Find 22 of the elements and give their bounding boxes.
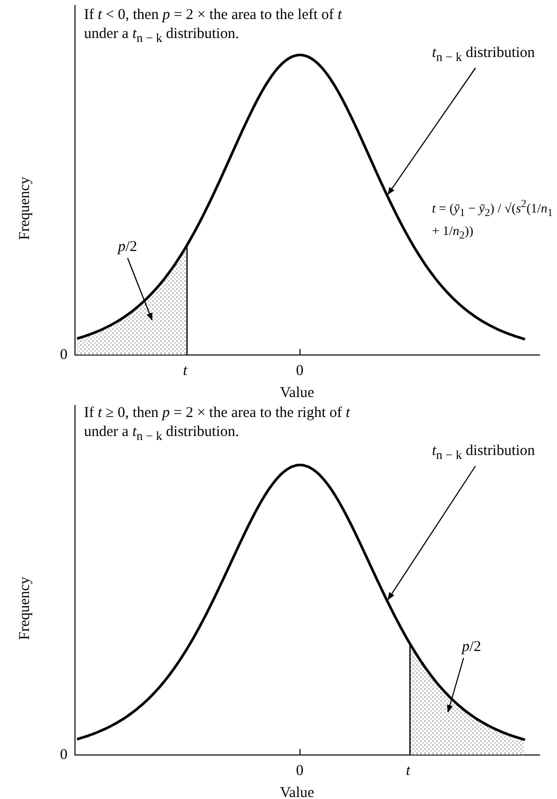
leader-arrow — [388, 466, 476, 600]
distribution-curve — [76, 464, 526, 741]
curve-label: t$_{n − k}$ distribution — [432, 44, 535, 67]
axis-title: Value — [280, 384, 314, 403]
leader-arrow — [127, 258, 153, 321]
curve-label: t$_{n − k}$ distribution — [432, 442, 535, 465]
tail-area-label: p/2 — [118, 238, 138, 257]
axis-tick-label: t — [183, 362, 188, 381]
axis-title: Frequency — [16, 176, 34, 240]
leader-arrow — [446, 658, 464, 713]
condition-note: If t ≥ 0, then p = 2 × the area to the right of t under a t$_{n − k}$ distribution. — [84, 404, 352, 445]
axis-title: Frequency — [16, 576, 34, 640]
condition-note: If t < 0, then p = 2 × the area to the left of t under a t$_{n − k}$ distribution. — [84, 6, 343, 47]
axis-title: Value — [280, 784, 314, 799]
leader-arrow — [388, 68, 476, 195]
axis-tick-label: 0 — [60, 746, 68, 765]
axis-tick-label: 0 — [296, 362, 304, 381]
tail-area-label: p/2 — [462, 638, 482, 657]
axis-tick-label: 0 — [60, 346, 68, 365]
axis-tick-label: 0 — [296, 762, 304, 781]
axis-tick-label: t — [406, 762, 410, 781]
formula: t = (ȳ$_{1}$ − ȳ$_{2}$) / √(s$^{2}$(1/n$_{1}$ + 1/n$_{2}$)) — [432, 197, 554, 244]
